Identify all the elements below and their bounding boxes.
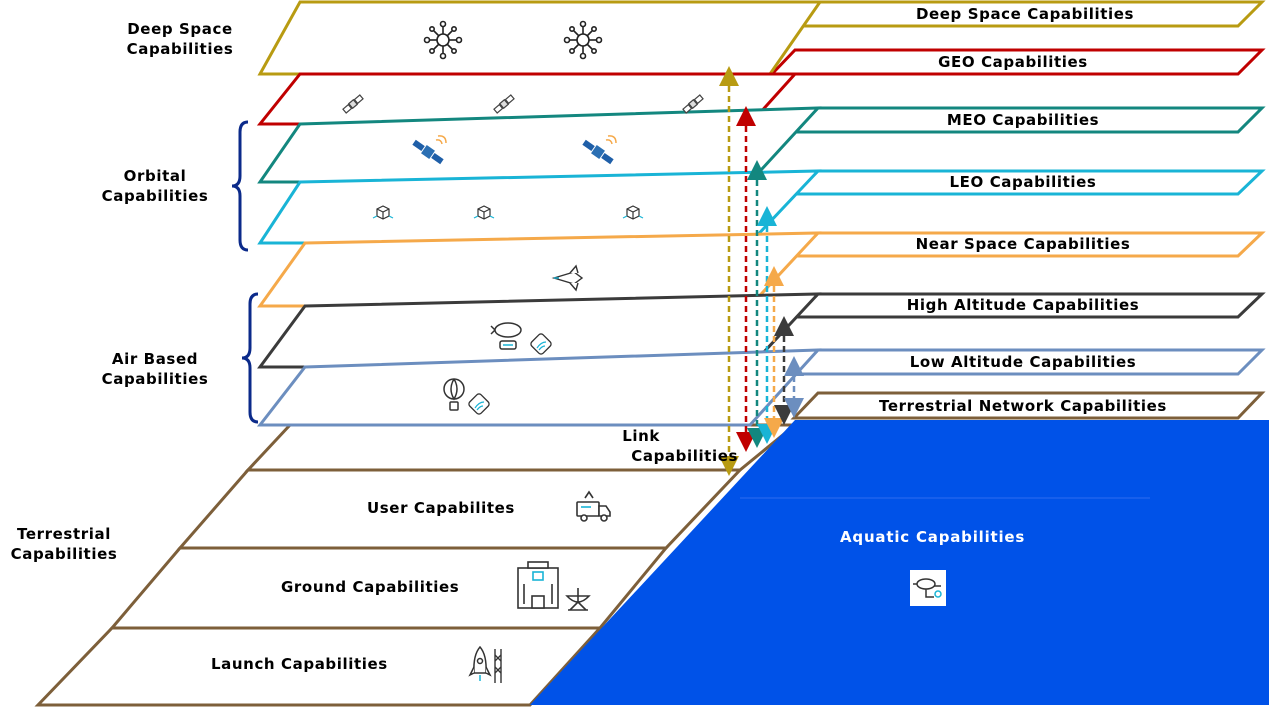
layer-label-launch: Launch Capabilities — [211, 655, 388, 673]
group-label-link: Link Capabilities — [578, 426, 738, 466]
tab-label-high-altitude: High Altitude Capabilities — [906, 296, 1140, 314]
tab-label-terrestrial-network: Terrestrial Network Capabilities — [879, 397, 1167, 415]
aquatic-label: Aquatic Capabilities — [840, 528, 1026, 546]
signal-icon — [435, 135, 447, 145]
group-label-line: Capabilities — [631, 447, 738, 465]
plane-deep-space — [257, 0, 823, 76]
signal-icon — [605, 135, 617, 145]
satellite-dish-icon — [412, 139, 444, 165]
satellite-icon — [342, 94, 364, 114]
tab-label-deep-space: Deep Space Capabilities — [915, 5, 1135, 23]
tab-geo — [768, 48, 1266, 76]
group-label-line: Capabilities — [101, 187, 209, 205]
plane-leo — [257, 169, 822, 245]
signal-icon — [536, 341, 547, 351]
group-label-terrestrial: Terrestrial Capabilities — [0, 524, 128, 564]
rocket-icon — [468, 645, 492, 681]
right-tabs — [768, 0, 1266, 420]
network-node-icon — [423, 20, 463, 60]
group-label-line: Air Based — [111, 350, 199, 368]
air-brace — [241, 292, 259, 424]
group-label-deep-space: Deep Space Capabilities — [100, 19, 260, 59]
ground-station-icon — [517, 561, 559, 609]
group-label-line: Orbital — [123, 167, 187, 185]
satellite-dish-icon — [565, 588, 591, 611]
group-label-line: Capabilities — [101, 370, 209, 388]
airship-icon — [490, 322, 522, 350]
link-arrows — [719, 66, 804, 476]
group-label-line: Terrestrial — [17, 525, 111, 543]
group-label-line: Deep Space — [127, 20, 233, 38]
group-label-line: Capabilities — [10, 545, 118, 563]
cube-satellite-icon — [622, 205, 644, 220]
network-node-icon — [563, 20, 603, 60]
satellite-dish-icon — [582, 139, 614, 165]
aquatic-region — [530, 420, 1269, 705]
layer-label-user: User Capabilites — [367, 499, 515, 517]
signal-icon — [474, 401, 485, 411]
tab-label-leo: LEO Capabilities — [949, 173, 1097, 191]
balloon-icon — [443, 378, 465, 411]
cube-satellite-icon — [473, 205, 495, 220]
submarine-icon — [910, 570, 946, 606]
layer-label-ground: Ground Capabilities — [281, 578, 460, 596]
layer-planes — [256, 0, 823, 427]
spaceplane-icon — [551, 264, 584, 292]
group-label-orbital: Orbital Capabilities — [75, 166, 235, 206]
satellite-icon — [682, 94, 704, 114]
satellite-icon — [493, 94, 515, 114]
tab-label-meo: MEO Capabilities — [946, 111, 1100, 129]
cube-satellite-icon — [372, 205, 394, 220]
tab-label-low-altitude: Low Altitude Capabilities — [909, 353, 1137, 371]
group-label-line: Capabilities — [126, 40, 234, 58]
group-label-line: Link — [622, 427, 660, 445]
launch-tower-icon — [494, 649, 502, 683]
tab-label-geo: GEO Capabilities — [938, 53, 1088, 71]
orbital-brace — [231, 120, 249, 252]
group-label-air-based: Air Based Capabilities — [75, 349, 235, 389]
tab-label-near-space: Near Space Capabilities — [915, 235, 1131, 253]
vehicle-terminal-icon — [576, 490, 611, 522]
